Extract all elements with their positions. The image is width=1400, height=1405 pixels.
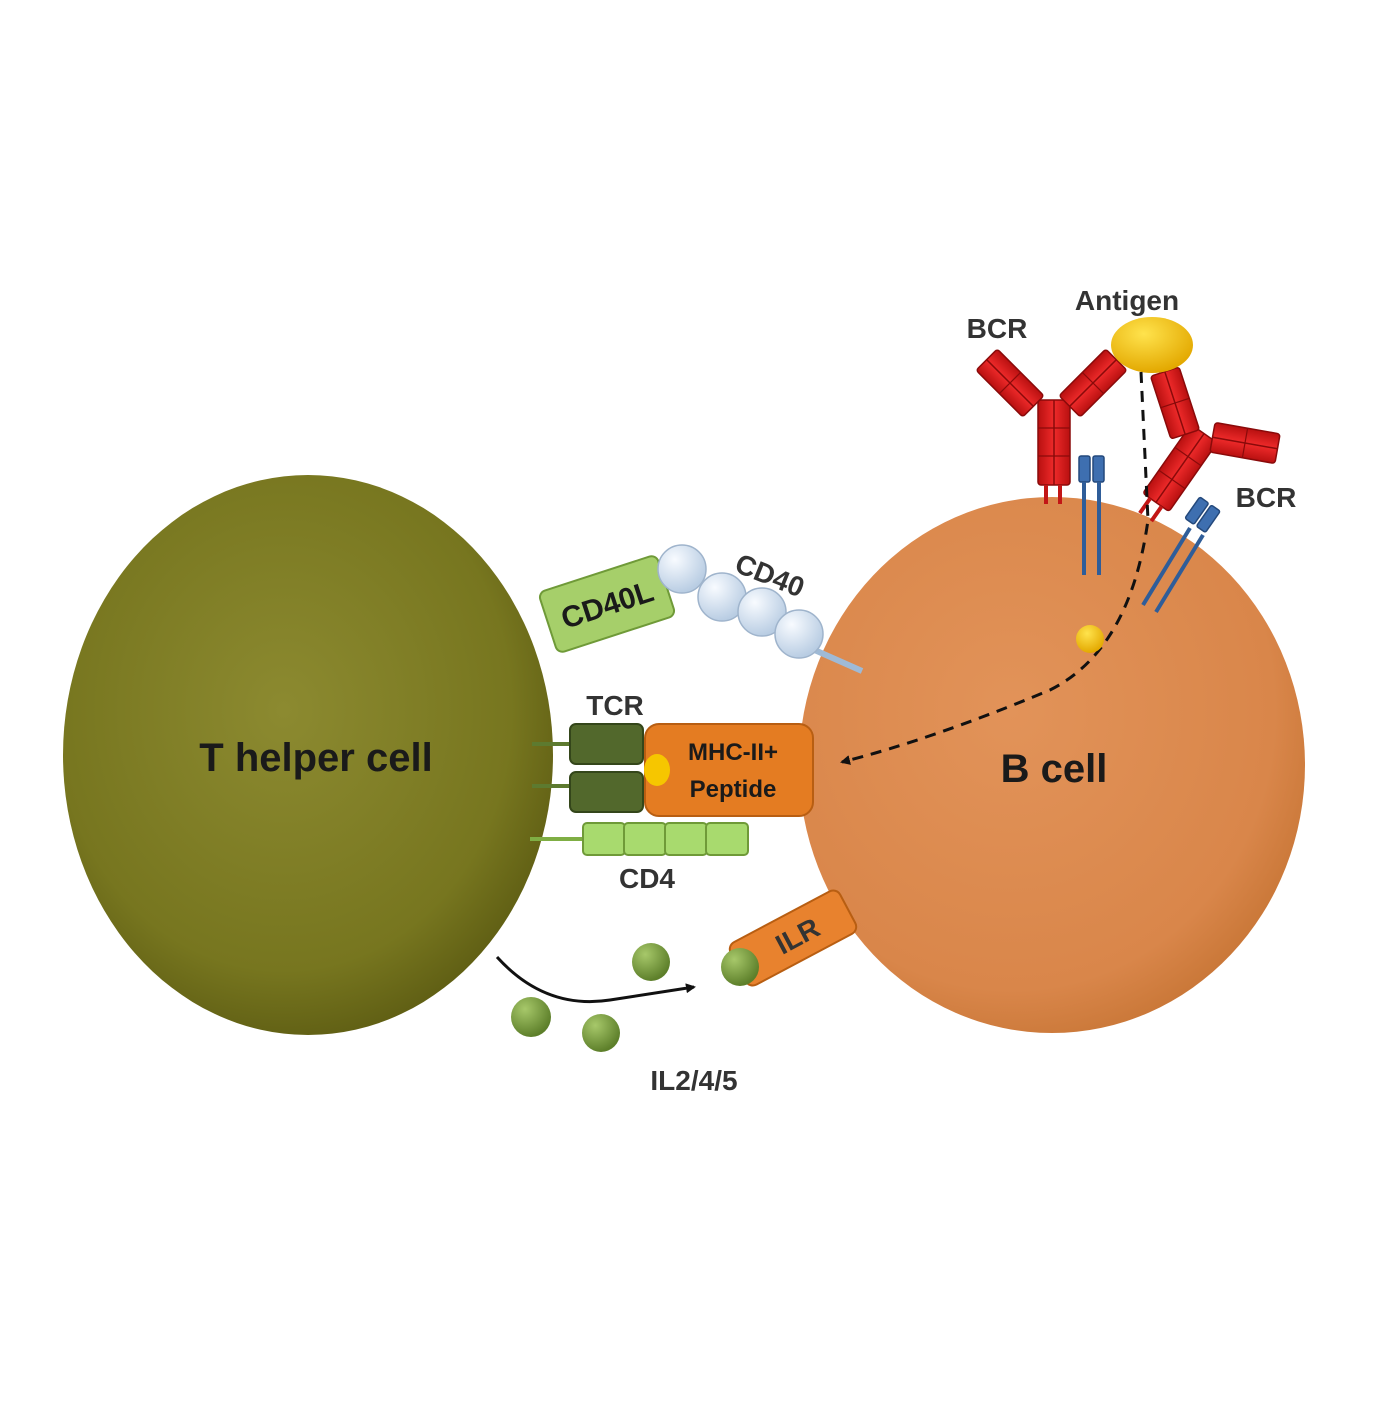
internalized-antigen: [1076, 625, 1104, 653]
tcr-receptor: [532, 723, 644, 813]
peptide-dot: [644, 754, 670, 786]
antigen-label: Antigen: [1075, 285, 1179, 316]
t-helper-cell-body: [63, 475, 553, 1035]
b-cell-label: B cell: [1001, 747, 1108, 791]
bcr-right-label: BCR: [1236, 482, 1297, 513]
cd40l-receptor: CD40L: [538, 555, 676, 653]
mhc-ii-peptide: MHC-II+ Peptide: [644, 723, 814, 817]
il-label: IL2/4/5: [650, 1065, 737, 1096]
cd40-receptor: [657, 544, 864, 674]
bcr-right: [1138, 367, 1281, 614]
mhc-label-line2: Peptide: [690, 776, 777, 803]
ilr-receptor: ILR: [728, 889, 858, 987]
t-helper-cell-label: T helper cell: [199, 736, 432, 780]
tcr-label: TCR: [586, 690, 644, 721]
antigen-particle: [1111, 317, 1193, 373]
cd4-receptor: [530, 822, 749, 856]
cd4-label: CD4: [619, 863, 675, 894]
b-cell-body: [799, 497, 1305, 1033]
bcr-left: [976, 349, 1127, 575]
bcr-left-label: BCR: [967, 313, 1028, 344]
secretion-arrow: [495, 955, 696, 1004]
mhc-label-line1: MHC-II+: [688, 739, 778, 766]
internalization-path: [840, 371, 1150, 765]
cytokines: [511, 943, 759, 1052]
